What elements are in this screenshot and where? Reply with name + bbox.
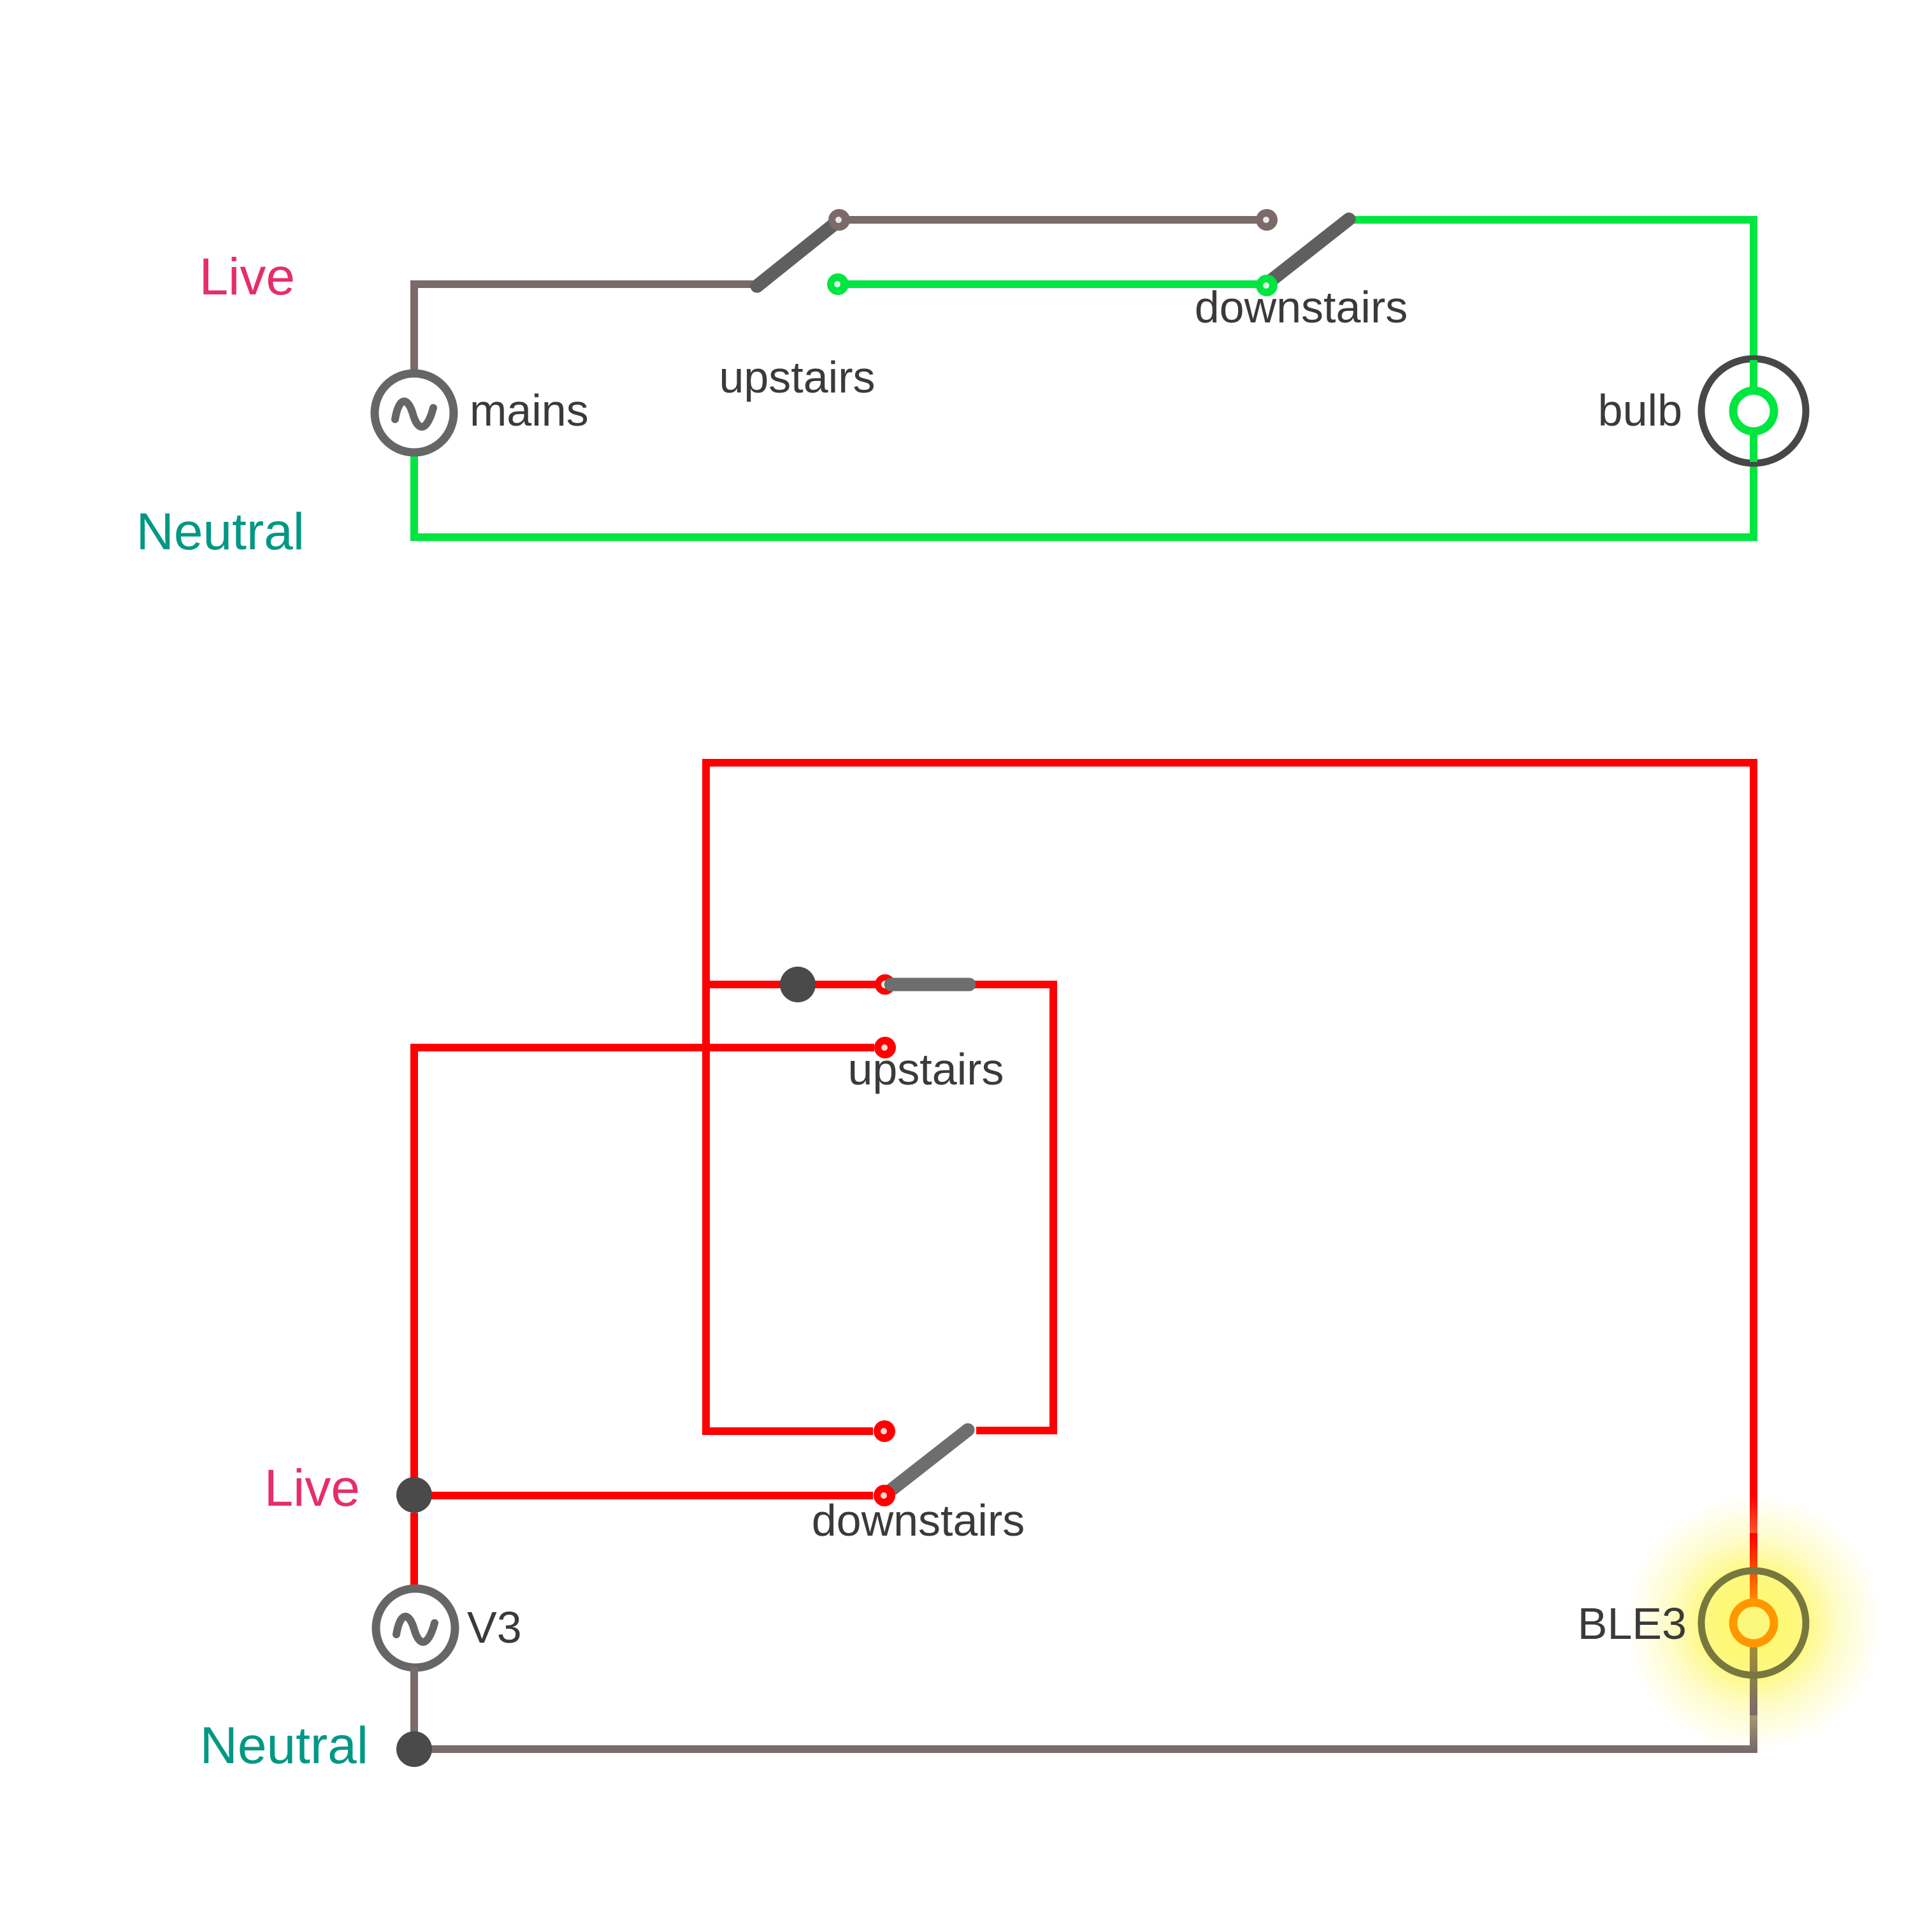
c1-upstairs-label: upstairs	[719, 352, 875, 402]
c2-source-label: V3	[467, 1603, 522, 1652]
c1-live-wire	[410, 280, 757, 373]
c1-bulb-label: bulb	[1598, 386, 1682, 435]
c1-upstairs-switch-lever[interactable]	[750, 215, 844, 293]
c1-bulb-icon	[1698, 355, 1810, 467]
c1-neutral-wire	[410, 454, 1757, 541]
c2-bulb-icon	[1698, 1567, 1810, 1679]
c2-neutral-node-dot	[396, 1731, 432, 1767]
c2-upstairs-label: upstairs	[847, 1044, 1004, 1094]
c2-downstairs-label: downstairs	[812, 1496, 1025, 1545]
c1-mains-sine-icon	[391, 398, 437, 431]
c1-bulb-filament-ring	[1729, 386, 1778, 436]
c1-downstairs-top-contact-hole	[1263, 217, 1269, 223]
c1-neutral-label: Neutral	[136, 503, 305, 561]
circuit2: Live Neutral V3 upstairs downstairs BLE3	[200, 759, 1881, 1775]
c1-downstairs-bottom-contact-hole	[1263, 282, 1269, 289]
circuit1: Live Neutral mains upstairs downstairs b…	[136, 209, 1810, 561]
c1-upstairs-top-contact-hole	[835, 217, 842, 223]
c1-upstairs-bottom-contact-hole	[834, 281, 840, 287]
c1-mains-label: mains	[470, 386, 589, 435]
c1-live-label: Live	[199, 248, 295, 306]
c2-downstairs-bottom-contact-hole	[881, 1492, 887, 1499]
c2-source-sine-icon	[393, 1613, 438, 1646]
c1-downstairs-label: downstairs	[1195, 282, 1408, 332]
c1-bulb-feed-wire	[1350, 216, 1757, 359]
c2-commons-link-wire	[969, 981, 1057, 1434]
c2-downstairs-top-contact-hole	[881, 1428, 887, 1434]
c2-downstairs-switch-lever[interactable]	[879, 1423, 975, 1501]
c2-bulb-label: BLE3	[1578, 1599, 1687, 1648]
c2-bulb-feed-wire	[702, 759, 1757, 1533]
c2-live-riser-wire	[410, 1044, 874, 1495]
c2-live-node-dot	[396, 1477, 432, 1513]
c2-neutral-wire	[414, 1714, 1757, 1753]
c2-bulb-filament-ring	[1729, 1598, 1778, 1648]
c2-neutral-label: Neutral	[200, 1717, 368, 1775]
c1-downstairs-switch-lever[interactable]	[1258, 212, 1356, 292]
c2-downstairs-top-branch-wire	[702, 983, 873, 1435]
c2-upstairs-node-dot	[780, 967, 816, 1002]
c2-live-label: Live	[264, 1459, 360, 1517]
c2-upstairs-bottom-contact-hole	[881, 1044, 888, 1051]
